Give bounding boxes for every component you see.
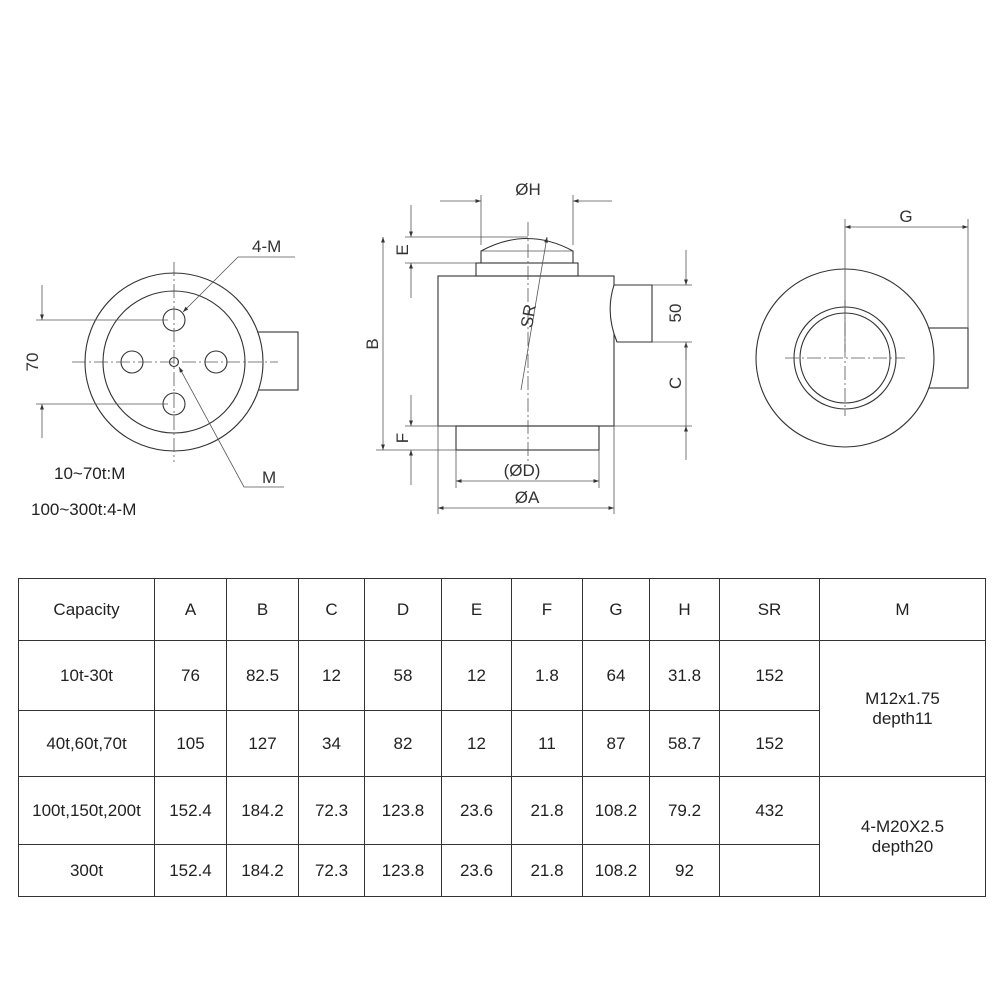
header-m: M [819,578,986,641]
cell-m-depth: depth11 [872,708,933,728]
label-sr: SR [517,303,540,330]
label-50: 50 [666,304,685,323]
dimension-table: Capacity A B C D E F G H SR M 10t-30t 76… [18,578,986,897]
cell-g: 87 [582,710,650,777]
cell-sr: 152 [719,640,820,711]
header-d: D [364,578,442,641]
label-b: B [363,338,382,349]
dim-70-label: 70 [23,353,42,372]
cell-d: 82 [364,710,442,777]
top-collar [475,262,579,277]
note-m-range: 10~70t:M [54,464,126,483]
header-c: C [298,578,365,641]
header-g: G [582,578,650,641]
cell-sr: 152 [719,710,820,777]
cell-h: 31.8 [649,640,720,711]
cell-b: 184.2 [226,844,299,897]
cell-capacity: 10t-30t [18,640,155,711]
leader-m [178,366,284,488]
label-g: G [899,207,912,226]
cell-e: 12 [441,640,512,711]
table-row: 300t 152.4 184.2 72.3 123.8 23.6 21.8 10… [18,844,986,897]
table-header-row: Capacity A B C D E F G H SR M [18,578,986,641]
note-4m-range: 100~300t:4-M [31,500,137,519]
cell-d: 58 [364,640,442,711]
top-view: G [755,207,969,448]
cell-f: 21.8 [511,776,583,845]
label-m: M [262,468,276,487]
cell-g: 108.2 [582,844,650,897]
cell-a: 76 [154,640,227,711]
header-capacity: Capacity [18,578,155,641]
cell-a: 152.4 [154,844,227,897]
cell-g: 64 [582,640,650,711]
cell-d: 123.8 [364,776,442,845]
cell-f: 1.8 [511,640,583,711]
label-dia-d: (ØD) [504,461,541,480]
technical-drawing: 70 4-M M SR ØH E B [23,180,969,514]
header-f: F [511,578,583,641]
cell-f: 21.8 [511,844,583,897]
table-row: 100t,150t,200t 152.4 184.2 72.3 123.8 23… [18,776,986,897]
cell-g: 108.2 [582,776,650,845]
label-dia-h: ØH [515,180,541,199]
cell-c: 34 [298,710,365,777]
side-view: SR ØH E B F 50 C [363,180,692,514]
cell-sr: 432 [719,776,820,845]
cell-m-thread: 4-M20X2.5 [860,816,945,836]
table-row: 10t-30t 76 82.5 12 58 12 1.8 64 31.8 152… [18,640,986,777]
main-body [437,275,615,427]
cell-b: 82.5 [226,640,299,711]
cell-b: 127 [226,710,299,777]
cell-e: 23.6 [441,776,512,845]
label-4m: 4-M [252,237,281,256]
cell-capacity: 40t,60t,70t [18,710,155,777]
cell-sr [719,844,820,897]
leader-4m [182,256,295,313]
cell-e: 23.6 [441,844,512,897]
header-a: A [154,578,227,641]
cell-m-thread: M12x1.75 [865,688,940,708]
label-e: E [393,244,412,255]
bottom-view: 70 4-M M [23,237,299,488]
cell-c: 72.3 [298,844,365,897]
header-h: H [649,578,720,641]
side-cable-gland [609,284,653,343]
cell-capacity: 100t,150t,200t [18,776,155,845]
cell-c: 12 [298,640,365,711]
load-button [480,238,574,263]
table-row: 40t,60t,70t 105 127 34 82 12 11 87 58.7 … [18,710,986,777]
header-e: E [441,578,512,641]
header-sr: SR [719,578,820,641]
cell-e: 12 [441,710,512,777]
cell-h: 58.7 [649,710,720,777]
cell-capacity: 300t [18,844,155,897]
cell-a: 152.4 [154,776,227,845]
cell-h: 79.2 [649,776,720,845]
cell-m-group-1: M12x1.75 depth11 [819,640,986,777]
cell-h: 92 [649,844,720,897]
header-b: B [226,578,299,641]
cell-c: 72.3 [298,776,365,845]
bottom-base [455,425,600,451]
cell-m-group-2: 4-M20X2.5 depth20 [819,776,986,897]
cell-a: 105 [154,710,227,777]
sr-radius-line [520,236,548,391]
cell-m-depth: depth20 [871,836,934,856]
cell-b: 184.2 [226,776,299,845]
cell-d: 123.8 [364,844,442,897]
cell-f: 11 [511,710,583,777]
label-dia-a: ØA [515,488,540,507]
label-c: C [666,377,685,389]
label-f: F [393,433,412,443]
